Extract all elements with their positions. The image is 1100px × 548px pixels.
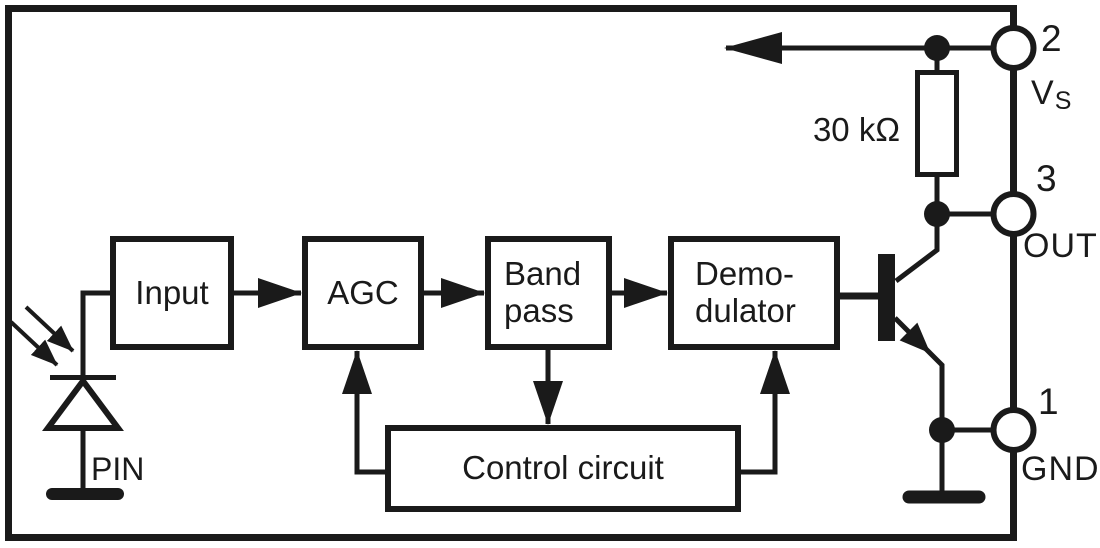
photodiode-triangle <box>42 375 124 431</box>
pin-circle-1 <box>990 407 1037 453</box>
pin-2-name-main: V <box>1031 74 1055 112</box>
photodiode-label: PIN <box>91 451 145 487</box>
bandpass-block-label-line1: Band <box>504 255 582 293</box>
agc-block-label: AGC <box>327 273 399 311</box>
resistor-value-label: 30 kΩ <box>812 111 900 148</box>
control-circuit-label: Control circuit <box>462 449 664 487</box>
bandpass-block-label-line2: pass <box>504 292 574 329</box>
pin-2-number: 2 <box>1041 18 1062 59</box>
pin-1-number: 1 <box>1038 381 1059 422</box>
outer-border <box>5 5 1017 541</box>
pin-circle-2 <box>990 25 1037 71</box>
junction-dot-vs <box>924 35 950 61</box>
light-ray-arrow-1-icon <box>24 305 75 353</box>
emitter-arrow-icon <box>893 316 931 354</box>
emitter-wire <box>893 316 945 430</box>
junction-dot-out <box>924 201 950 227</box>
photodiode-wire-top <box>80 290 110 376</box>
pin-1-name-main: GND <box>1021 450 1100 488</box>
pin-3-number: 3 <box>1036 158 1057 199</box>
junction-dot-gnd <box>929 417 955 443</box>
agc-block: AGC <box>302 236 424 350</box>
arrow-control-agc <box>342 350 390 475</box>
input-block: Input <box>110 236 234 350</box>
pin-3-name-main: OUT <box>1023 227 1098 265</box>
input-block-label: Input <box>135 273 209 311</box>
demodulator-block-label-line1: Demo- <box>695 255 795 293</box>
arrow-control-demodulator <box>736 350 790 475</box>
light-ray-arrow-2-icon <box>9 320 59 367</box>
bandpass-block: Band pass <box>485 236 612 350</box>
resistor-body <box>915 70 959 177</box>
pin-1-name: GND <box>1021 450 1100 489</box>
control-circuit-block: Control circuit <box>385 425 741 512</box>
demodulator-block: Demo- dulator <box>668 236 840 350</box>
pin-2-name-sub: S <box>1054 87 1072 115</box>
transistor-base-bar <box>878 254 895 341</box>
demodulator-block-label-line2: dulator <box>695 292 796 329</box>
pin-circle-3 <box>990 191 1037 237</box>
pin-3-name: OUT <box>1023 227 1098 266</box>
